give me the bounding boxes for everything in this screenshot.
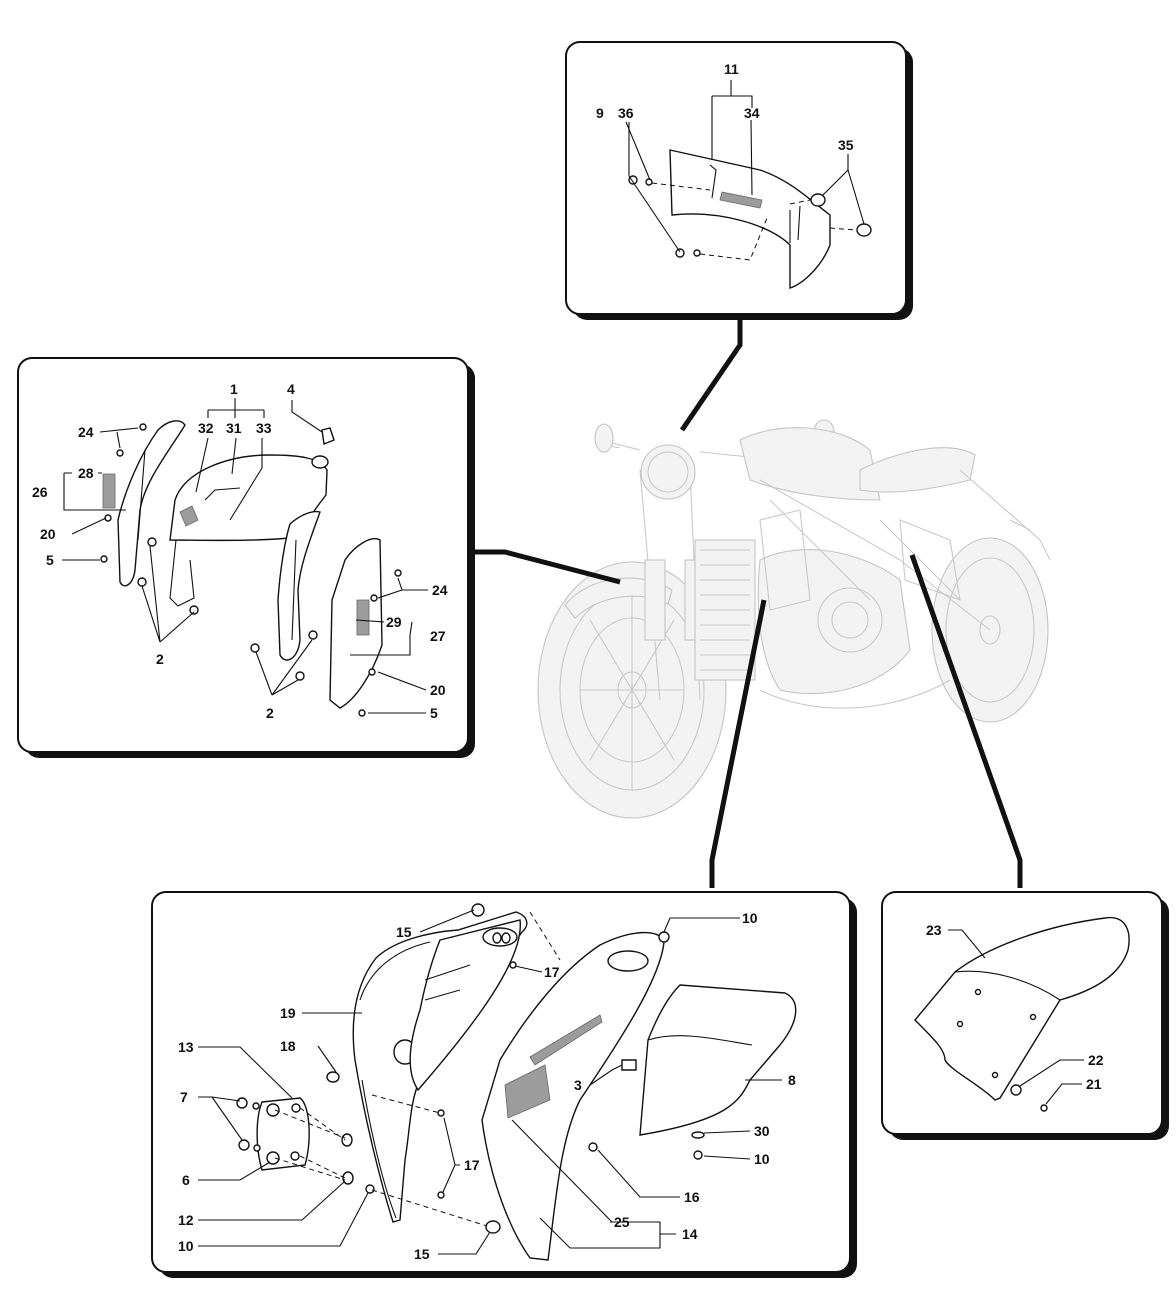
label-3: 3: [574, 1077, 582, 1093]
label-31: 31: [226, 420, 242, 436]
label-2-left: 2: [156, 651, 164, 667]
motorcycle-ghost-illustration: [537, 419, 1051, 819]
label-18: 18: [280, 1038, 296, 1054]
label-12: 12: [178, 1212, 194, 1228]
label-34: 34: [744, 105, 760, 121]
label-9: 9: [596, 105, 604, 121]
callout-connector-lines: [472, 318, 1023, 888]
label-20-left: 20: [40, 526, 56, 542]
label-25: 25: [614, 1214, 630, 1230]
label-21: 21: [1086, 1076, 1102, 1092]
label-10-top: 10: [742, 910, 758, 926]
label-28: 28: [78, 465, 94, 481]
detail-box-right: 23 22 21: [881, 891, 1169, 1140]
label-10-right: 10: [754, 1151, 770, 1167]
label-5-right: 5: [430, 705, 438, 721]
detail-box-bottom: 15 10 17 19 18 13 7 3 8 6 30 10 17 12 16…: [151, 891, 857, 1278]
label-11: 11: [724, 61, 739, 77]
label-5-left: 5: [46, 552, 54, 568]
label-2-right: 2: [266, 705, 274, 721]
label-23: 23: [926, 922, 942, 938]
detail-box-left: 1 4 24 32 31 33 28 26 20 5 2 2 24 29 27 …: [17, 357, 475, 758]
label-15-top: 15: [396, 924, 412, 940]
label-17-bottom: 17: [464, 1157, 480, 1173]
label-24-right: 24: [432, 582, 448, 598]
label-16: 16: [684, 1189, 700, 1205]
label-8: 8: [788, 1072, 796, 1088]
label-29: 29: [386, 614, 402, 630]
label-30: 30: [754, 1123, 770, 1139]
label-7: 7: [180, 1089, 188, 1105]
label-13: 13: [178, 1039, 194, 1055]
label-27: 27: [430, 628, 446, 644]
detail-box-top: 11 9 36 34 35: [565, 41, 913, 320]
label-1: 1: [230, 381, 238, 397]
label-10-bottom: 10: [178, 1238, 194, 1254]
label-17-top: 17: [544, 964, 560, 980]
label-14: 14: [682, 1226, 698, 1242]
label-36: 36: [618, 105, 634, 121]
label-24-left: 24: [78, 424, 94, 440]
label-32: 32: [198, 420, 214, 436]
label-22: 22: [1088, 1052, 1104, 1068]
label-33: 33: [256, 420, 272, 436]
label-35: 35: [838, 137, 854, 153]
label-15-bottom: 15: [414, 1246, 430, 1262]
label-19: 19: [280, 1005, 296, 1021]
label-20-right: 20: [430, 682, 446, 698]
label-26: 26: [32, 484, 48, 500]
label-4: 4: [287, 381, 295, 397]
label-6: 6: [182, 1172, 190, 1188]
